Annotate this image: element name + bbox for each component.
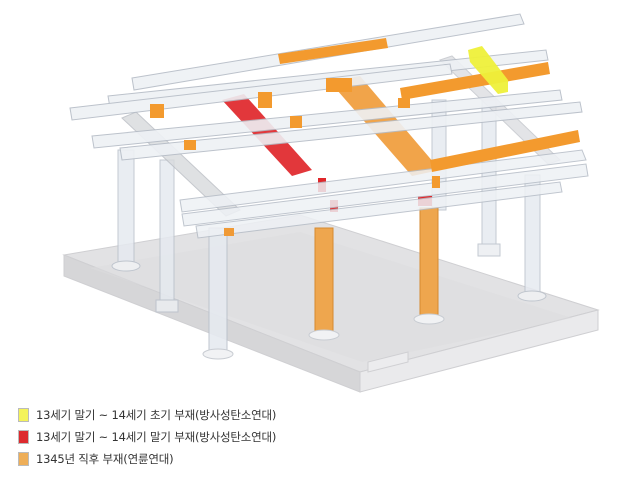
legend-label: 13세기 말기 ~ 14세기 말기 부재(방사성탄소연대)	[36, 430, 277, 444]
legend-item-early: 13세기 말기 ~ 14세기 초기 부재(방사성탄소연대)	[18, 405, 276, 425]
legend-item-1345: 1345년 직후 부재(연륜연대)	[18, 449, 276, 469]
front-girders	[179, 149, 589, 239]
member-orange-rafter-2	[430, 130, 580, 172]
post-orange-1	[314, 227, 334, 335]
member-orange-blocks	[150, 78, 440, 188]
legend-label: 13세기 말기 ~ 14세기 초기 부재(방사성탄소연대)	[36, 408, 277, 422]
member-orange-rafter-1	[400, 62, 550, 100]
post-front-left	[208, 227, 228, 354]
member-yellow-block	[468, 46, 508, 94]
legend-label: 1345년 직후 부재(연륜연대)	[36, 452, 174, 466]
legend-swatch-red	[18, 430, 29, 444]
member-orange-ridge	[278, 38, 388, 64]
legend: 13세기 말기 ~ 14세기 초기 부재(방사성탄소연대) 13세기 말기 ~ …	[18, 405, 276, 471]
post-base	[308, 329, 340, 341]
legend-swatch-yellow	[18, 408, 29, 422]
legend-item-late: 13세기 말기 ~ 14세기 말기 부재(방사성탄소연대)	[18, 427, 276, 447]
timber-frame-diagram	[62, 13, 600, 393]
post-orange-2	[419, 207, 439, 319]
post-base	[413, 313, 445, 325]
legend-swatch-orange	[18, 452, 29, 466]
post-base	[202, 348, 234, 360]
member-orange-block	[224, 228, 234, 236]
